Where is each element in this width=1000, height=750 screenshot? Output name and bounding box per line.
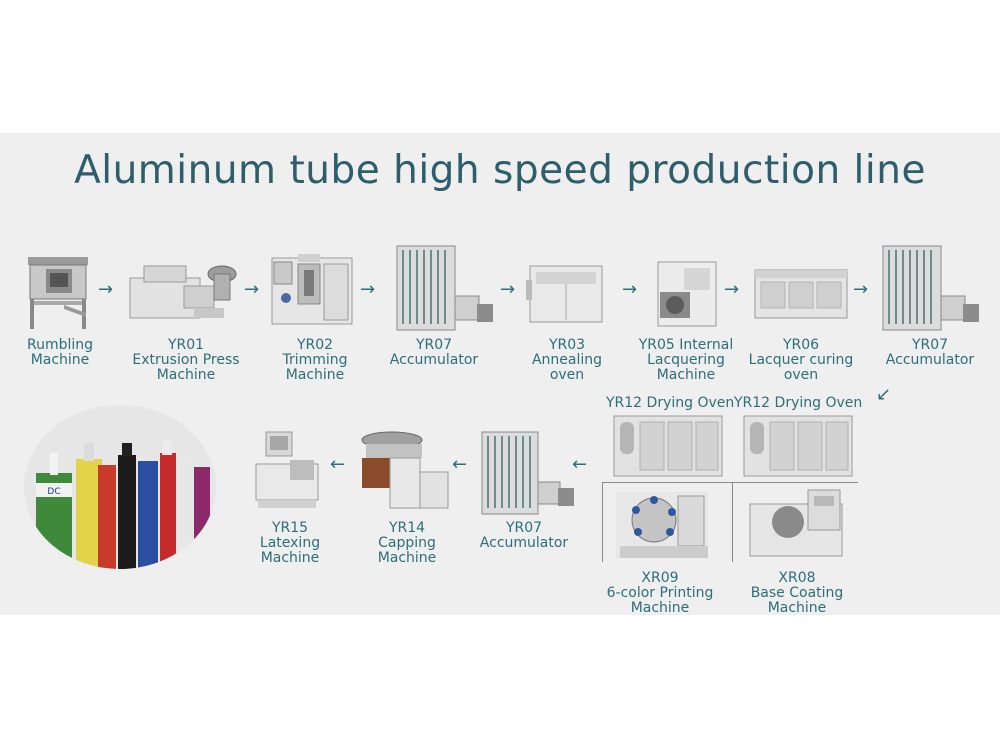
printing-coating-frame-top [602, 482, 858, 483]
capping-machine-label: YR14 Capping Machine [377, 520, 437, 566]
annealing-oven-image [526, 265, 603, 323]
internal-lacquering-label: YR05 Internal Lacquering Machine [638, 337, 734, 383]
lacquer-curing-oven-image [754, 269, 848, 319]
flow-arrow-right-icon: → [853, 279, 869, 300]
capping-machine-image [361, 431, 449, 509]
accumulator-image [481, 431, 574, 515]
accumulator-label: YR07 Accumulator [479, 520, 569, 551]
printing-coating-frame [602, 482, 859, 562]
internal-lacquering-image [657, 261, 717, 327]
rumbling-machine-image [28, 257, 88, 329]
extrusion-press-label: YR01 Extrusion Press Machine [132, 337, 240, 383]
base-coating-image [749, 489, 843, 557]
lacquer-curing-oven-label: YR06 Lacquer curing oven [748, 337, 854, 383]
drying-oven-label: YR12 Drying Oven [606, 395, 735, 411]
flow-arrow-down-left-icon: ↙ [876, 384, 892, 405]
printing-machine-image [616, 492, 708, 558]
printing-machine-label: XR09 6-color Printing Machine [606, 570, 714, 616]
tube-lettering: DC [47, 487, 60, 497]
accumulator-image [882, 245, 979, 331]
flow-arrow-right-icon: → [622, 279, 638, 300]
flow-arrow-right-icon: → [244, 279, 260, 300]
rumbling-machine-label: Rumbling Machine [26, 337, 94, 368]
trimming-machine-label: YR02 Trimming Machine [282, 337, 348, 383]
aluminum-tubes-product-image: DC [24, 405, 216, 569]
accumulator-label: YR07 Accumulator [885, 337, 975, 368]
flow-arrow-right-icon: → [360, 279, 376, 300]
page-title: Aluminum tube high speed production line [74, 148, 926, 193]
flow-arrow-left-icon: ← [330, 454, 346, 475]
latexing-machine-label: YR15 Latexing Machine [259, 520, 321, 566]
accumulator-label: YR07 Accumulator [389, 337, 479, 368]
drying-oven-image [743, 415, 853, 477]
extrusion-press-image [129, 265, 237, 319]
flow-arrow-left-icon: ← [452, 454, 468, 475]
flow-arrow-right-icon: → [98, 279, 114, 300]
accumulator-image [396, 245, 493, 331]
drying-oven-image [613, 415, 723, 477]
flow-arrow-right-icon: → [500, 279, 516, 300]
latexing-machine-image [255, 431, 319, 508]
annealing-oven-label: YR03 Annealing oven [531, 337, 603, 383]
base-coating-label: XR08 Base Coating Machine [750, 570, 844, 616]
printing-coating-divider [732, 482, 733, 562]
drying-oven-label: YR12 Drying Oven [734, 395, 863, 411]
flow-arrow-left-icon: ← [572, 454, 588, 475]
flow-arrow-right-icon: → [724, 279, 740, 300]
trimming-machine-image [271, 254, 353, 325]
